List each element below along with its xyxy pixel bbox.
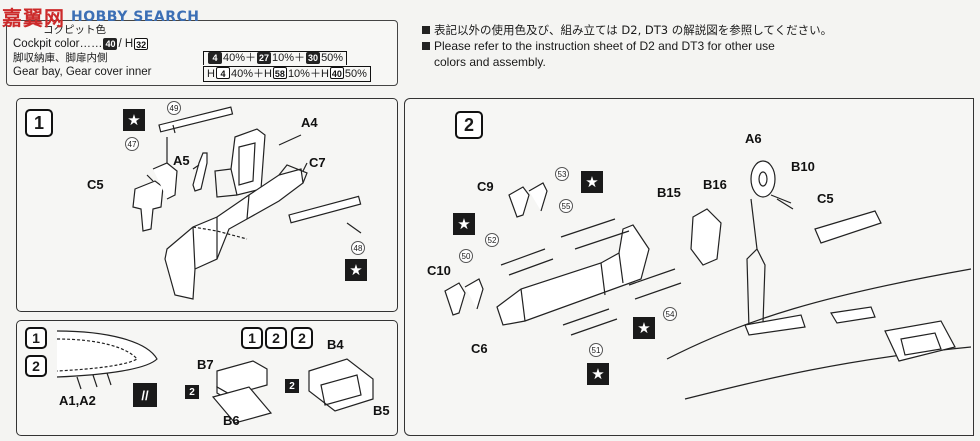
assembly-notes: 表記以外の使用色及び、組み立ては D2, DT3 の解説図を参照してください。 … xyxy=(422,22,832,70)
part-label-c5: C5 xyxy=(817,191,834,206)
mix-pct-c: 50% xyxy=(321,52,344,64)
color-code-40: 40 xyxy=(103,38,118,50)
gearbay-en-label: Gear bay, Gear cover inner xyxy=(13,66,152,78)
bullet-square-icon xyxy=(422,26,430,34)
note-en-2: colors and assembly. xyxy=(434,55,546,69)
mix-code-h4: 4 xyxy=(215,67,230,79)
b6-step-2-badge: 2 xyxy=(265,327,287,349)
part-label-b15: B15 xyxy=(657,185,681,200)
cockpit-en-row: Cockpit color …… 40 / H 32 xyxy=(13,37,391,51)
mix-pct-h-c: 50% xyxy=(344,68,367,80)
b5-step-badge: 2 xyxy=(291,327,313,349)
mix-code-27: 27 xyxy=(257,52,272,64)
part-label-a1-a2: A1,A2 xyxy=(59,393,96,408)
decal-number-52: 52 xyxy=(485,233,499,247)
decal-number-48: 48 xyxy=(351,241,365,255)
watermark-text: HOBBY SEARCH xyxy=(71,8,200,25)
gearbay-jp-row: 脚収納庫、脚扉内側 xyxy=(13,51,391,65)
part-label-b10: B10 xyxy=(791,159,815,174)
step-1-badge: 1 xyxy=(25,109,53,137)
decal-number-47: 47 xyxy=(125,137,139,151)
part-label-c5: C5 xyxy=(87,177,104,192)
color-code-h32: 32 xyxy=(134,38,149,50)
step-2-drawing xyxy=(444,160,972,400)
cockpit-en-label: Cockpit color xyxy=(13,38,80,50)
quantity-badge: 2 xyxy=(285,379,299,393)
mix-h-prefix: H xyxy=(207,68,215,80)
cockpit-jp-row: コクピット色 xyxy=(13,23,391,37)
step-2-panel: 2 ★ ★ ★ ★ 53 55 52 50 54 51 A6 B10 B15 B… xyxy=(404,98,974,436)
decal-number-51: 51 xyxy=(589,343,603,357)
part-label-a6: A6 xyxy=(745,131,762,146)
part-label-c10: C10 xyxy=(427,263,451,278)
part-label-a4: A4 xyxy=(301,115,318,130)
watermark-logo: 嘉翼网 xyxy=(2,6,65,30)
part-label-c6: C6 xyxy=(471,341,488,356)
decal-star-icon: ★ xyxy=(587,363,609,385)
canopy-step-1-badge: 1 xyxy=(25,327,47,349)
part-label-a5: A5 xyxy=(173,153,190,168)
mix-code-4: 4 xyxy=(208,52,222,64)
clear-part-icon: // xyxy=(133,383,157,407)
decal-star-icon: ★ xyxy=(123,109,145,131)
decal-star-icon: ★ xyxy=(453,213,475,235)
step-2-badge: 2 xyxy=(455,111,483,139)
cockpit-sep: / H xyxy=(118,38,134,50)
color-spec-box: コクピット色 Cockpit color …… 40 / H 32 脚収納庫、脚… xyxy=(6,20,398,86)
part-label-c9: C9 xyxy=(477,179,494,194)
mix-pct-h-b: 10%＋H xyxy=(287,68,329,80)
mix-pct-a: 40%＋ xyxy=(223,52,257,64)
part-label-b7: B7 xyxy=(197,357,214,372)
step-1-panel: 1 ★ ★ 49 47 48 A4 A5 C5 C7 xyxy=(16,98,398,312)
part-label-b6: B6 xyxy=(223,413,240,428)
cockpit-dots: …… xyxy=(79,38,103,50)
watermark: 嘉翼网 HOBBY SEARCH xyxy=(2,2,199,31)
step-1-drawing xyxy=(132,106,362,300)
decal-number-55: 55 xyxy=(559,199,573,213)
part-label-c7: C7 xyxy=(309,155,326,170)
bullet-square-icon xyxy=(422,42,430,50)
gearbay-jp-label: 脚収納庫、脚扉内側 xyxy=(13,52,108,64)
part-label-b4: B4 xyxy=(327,337,344,352)
mix-code-h58: 58 xyxy=(272,67,287,79)
part-label-b16: B16 xyxy=(703,177,727,192)
canopy-panel: 1 2 A1,A2 // 1 2 B7 2 B6 2 B4 2 B5 xyxy=(16,320,398,436)
mix-pct-b: 10%＋ xyxy=(272,52,306,64)
decal-star-icon: ★ xyxy=(581,171,603,193)
mix-code-30: 30 xyxy=(306,52,321,64)
mix-pct-h-a: 40%＋H xyxy=(230,68,272,80)
canopy-step-2-badge: 2 xyxy=(25,355,47,377)
decal-number-53: 53 xyxy=(555,167,569,181)
decal-star-icon: ★ xyxy=(633,317,655,339)
decal-number-54: 54 xyxy=(663,307,677,321)
canopy-drawing xyxy=(56,330,374,424)
note-en-1: Please refer to the instruction sheet of… xyxy=(434,39,775,53)
gearbay-en-row: Gear bay, Gear cover inner xyxy=(13,65,391,79)
mix-code-h40: 40 xyxy=(329,67,344,79)
decal-star-icon: ★ xyxy=(345,259,367,281)
quantity-badge: 2 xyxy=(185,385,199,399)
part-label-b5: B5 xyxy=(373,403,390,418)
note-jp: 表記以外の使用色及び、組み立ては D2, DT3 の解説図を参照してください。 xyxy=(434,23,833,37)
decal-number-50: 50 xyxy=(459,249,473,263)
cockpit-jp-label: コクピット色 xyxy=(43,24,106,36)
decal-number-49: 49 xyxy=(167,101,181,115)
b6-step-1-badge: 1 xyxy=(241,327,263,349)
